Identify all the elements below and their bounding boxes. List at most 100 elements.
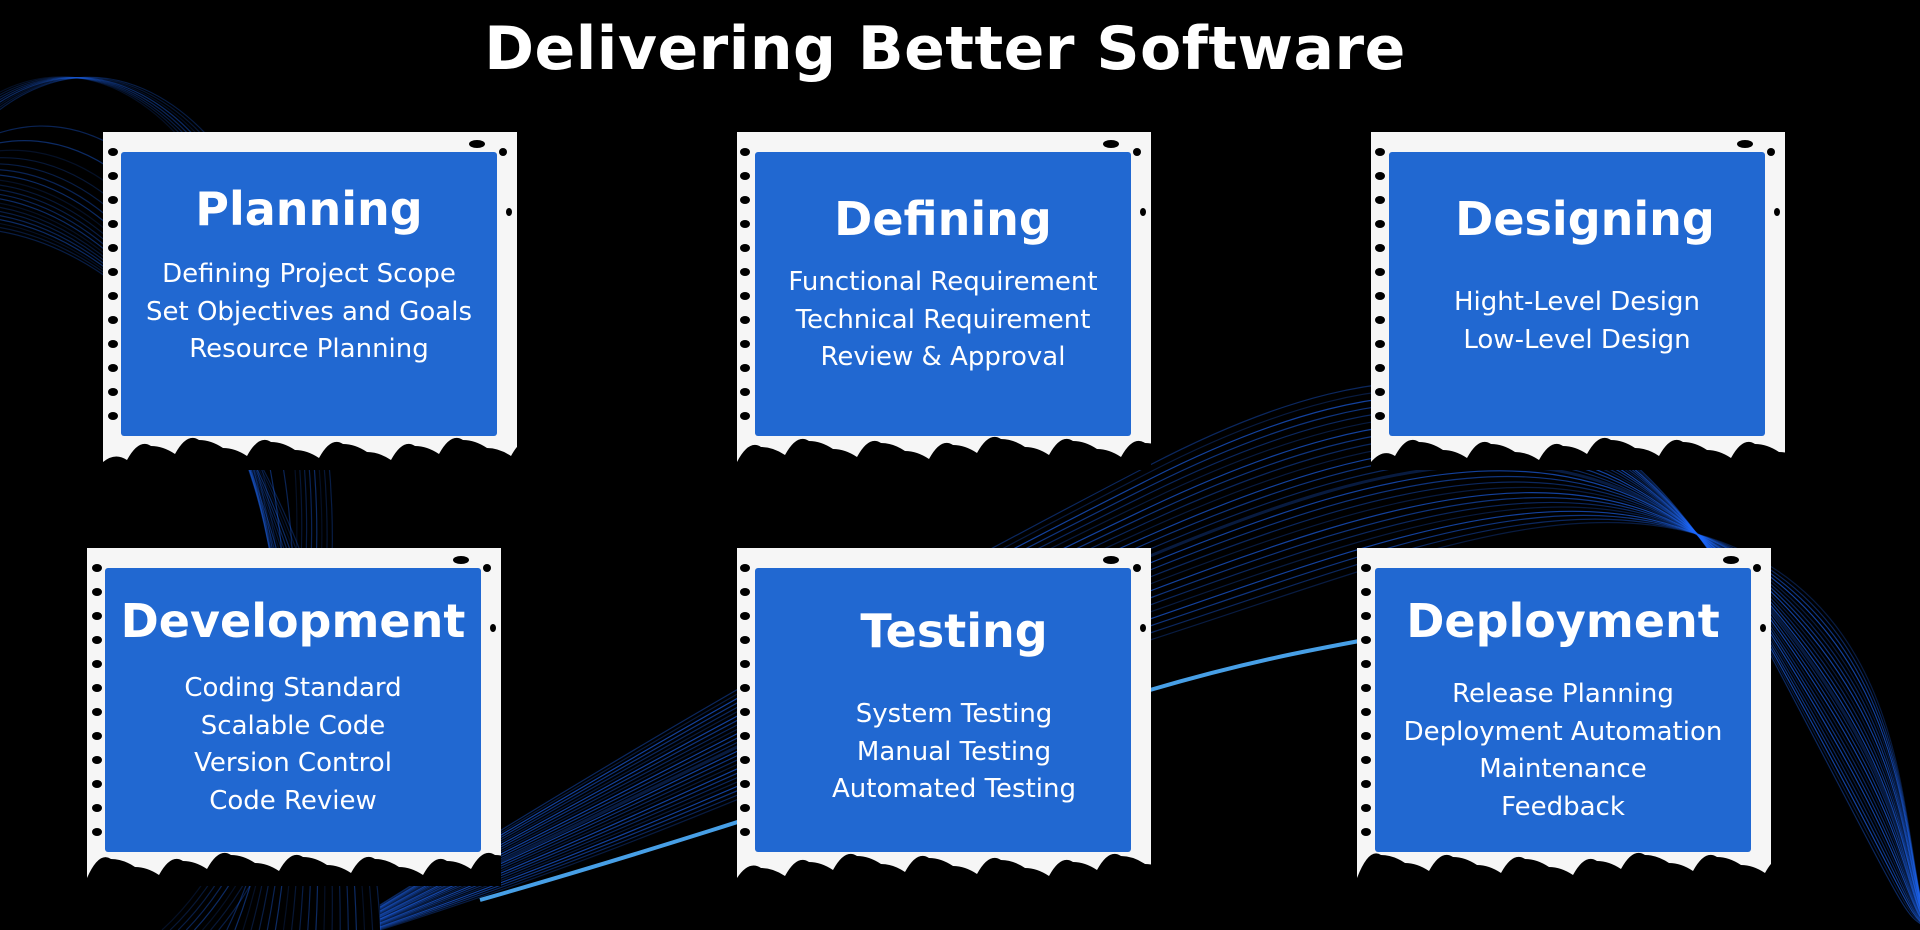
torn-edge-marks bbox=[737, 556, 1151, 886]
binder-hole bbox=[92, 612, 102, 620]
card-panel bbox=[1389, 152, 1765, 436]
binder-hole bbox=[740, 172, 750, 180]
binder-hole bbox=[1361, 588, 1371, 596]
card-item: Deployment Automation bbox=[1403, 716, 1723, 747]
torn-bottom-edge bbox=[103, 437, 517, 470]
binder-hole bbox=[92, 732, 102, 740]
binder-hole bbox=[92, 780, 102, 788]
card-item: Defining Project Scope bbox=[162, 259, 456, 289]
ink-smudge bbox=[499, 148, 507, 156]
ink-smudge bbox=[469, 140, 485, 148]
binder-hole bbox=[740, 196, 750, 204]
card-item: Automated Testing bbox=[832, 774, 1076, 804]
torn-bottom-edge bbox=[1357, 852, 1771, 886]
binder-hole bbox=[92, 588, 102, 596]
card-item: Scalable Code bbox=[200, 710, 386, 741]
card-defining: Defining Functional Requirement Technica… bbox=[737, 132, 1151, 470]
ink-smudge bbox=[1140, 624, 1146, 632]
card-item: Manual Testing bbox=[856, 736, 1052, 767]
card-items: System Testing Manual Testing Automated … bbox=[755, 696, 1131, 809]
binder-hole bbox=[1361, 756, 1371, 764]
binder-hole bbox=[92, 684, 102, 692]
binder-hole bbox=[740, 660, 750, 668]
card-panel bbox=[105, 568, 481, 852]
torn-bottom-edge bbox=[1371, 437, 1785, 470]
torn-edge-marks bbox=[1357, 556, 1771, 886]
torn-bottom-edge bbox=[737, 436, 1151, 470]
card-content: Testing System Testing Manual Testing Au… bbox=[755, 568, 1131, 852]
ink-smudge bbox=[1753, 564, 1761, 572]
binder-hole bbox=[740, 804, 750, 812]
torn-edge-marks bbox=[1371, 140, 1785, 470]
card-content: Defining Functional Requirement Technica… bbox=[755, 152, 1131, 436]
ink-smudge bbox=[1103, 140, 1119, 148]
ink-smudge bbox=[1103, 556, 1119, 564]
binder-hole bbox=[740, 340, 750, 348]
torn-edge-marks bbox=[737, 140, 1151, 470]
binder-hole bbox=[108, 388, 118, 396]
card-item: Technical Requirement bbox=[795, 304, 1091, 335]
ink-smudge bbox=[1723, 556, 1739, 564]
card-development: Development Coding Standard Scalable Cod… bbox=[87, 548, 501, 886]
card-title: Defining bbox=[834, 192, 1052, 246]
torn-edge-marks bbox=[103, 140, 517, 470]
card-item: Version Control bbox=[194, 748, 392, 778]
card-items: Defining Project Scope Set Objectives an… bbox=[121, 256, 497, 369]
card-content: Planning Defining Project Scope Set Obje… bbox=[121, 152, 497, 436]
card-item: Functional Requirement bbox=[788, 267, 1098, 297]
binder-hole bbox=[108, 316, 118, 324]
ink-smudge bbox=[1774, 208, 1780, 216]
binder-hole bbox=[108, 340, 118, 348]
ink-smudge bbox=[1767, 148, 1775, 156]
binder-hole bbox=[740, 412, 750, 420]
binder-hole bbox=[740, 612, 750, 620]
binder-hole bbox=[92, 660, 102, 668]
card-title: Designing bbox=[1455, 192, 1715, 246]
binder-hole bbox=[740, 244, 750, 252]
ink-smudge bbox=[1760, 624, 1766, 632]
card-items: Release Planning Deployment Automation M… bbox=[1375, 676, 1751, 826]
card-title: Testing bbox=[860, 604, 1048, 658]
binder-hole bbox=[1361, 684, 1371, 692]
binder-hole bbox=[740, 708, 750, 716]
card-item: Code Review bbox=[209, 785, 377, 816]
binder-hole bbox=[92, 564, 102, 572]
binder-hole bbox=[740, 364, 750, 372]
card-item: Low-Level Design bbox=[1463, 324, 1691, 355]
binder-hole bbox=[1361, 564, 1371, 572]
card-item: Review & Approval bbox=[820, 342, 1066, 372]
binder-hole bbox=[740, 268, 750, 276]
binder-hole bbox=[1375, 388, 1385, 396]
card-title: Planning bbox=[195, 182, 423, 236]
card-item: Resource Planning bbox=[189, 334, 429, 364]
binder-hole bbox=[108, 244, 118, 252]
binder-hole bbox=[1375, 220, 1385, 228]
binder-hole bbox=[1361, 708, 1371, 716]
ink-smudge bbox=[1737, 140, 1753, 148]
card-designing: Designing Hight-Level Design Low-Level D… bbox=[1371, 132, 1785, 470]
card-items: Functional Requirement Technical Require… bbox=[755, 264, 1131, 377]
card-item: Feedback bbox=[1501, 791, 1625, 822]
ink-smudge bbox=[490, 624, 496, 632]
card-title: Deployment bbox=[1406, 594, 1720, 648]
ink-smudge bbox=[453, 556, 469, 564]
binder-hole bbox=[740, 588, 750, 596]
binder-hole bbox=[92, 708, 102, 716]
binder-hole bbox=[740, 684, 750, 692]
card-item: Maintenance bbox=[1479, 754, 1647, 784]
binder-hole bbox=[108, 220, 118, 228]
binder-hole bbox=[1375, 316, 1385, 324]
card-panel bbox=[1375, 568, 1751, 852]
binder-hole bbox=[740, 780, 750, 788]
card-item: Hight-Level Design bbox=[1454, 287, 1700, 317]
ink-smudge bbox=[1140, 208, 1146, 216]
binder-hole bbox=[1375, 292, 1385, 300]
binder-hole bbox=[108, 268, 118, 276]
binder-hole bbox=[108, 412, 118, 420]
binder-hole bbox=[740, 636, 750, 644]
torn-bottom-edge bbox=[737, 853, 1151, 886]
card-content: Deployment Release Planning Deployment A… bbox=[1375, 568, 1751, 852]
binder-hole bbox=[1361, 612, 1371, 620]
binder-hole bbox=[740, 220, 750, 228]
card-panel bbox=[755, 152, 1131, 436]
